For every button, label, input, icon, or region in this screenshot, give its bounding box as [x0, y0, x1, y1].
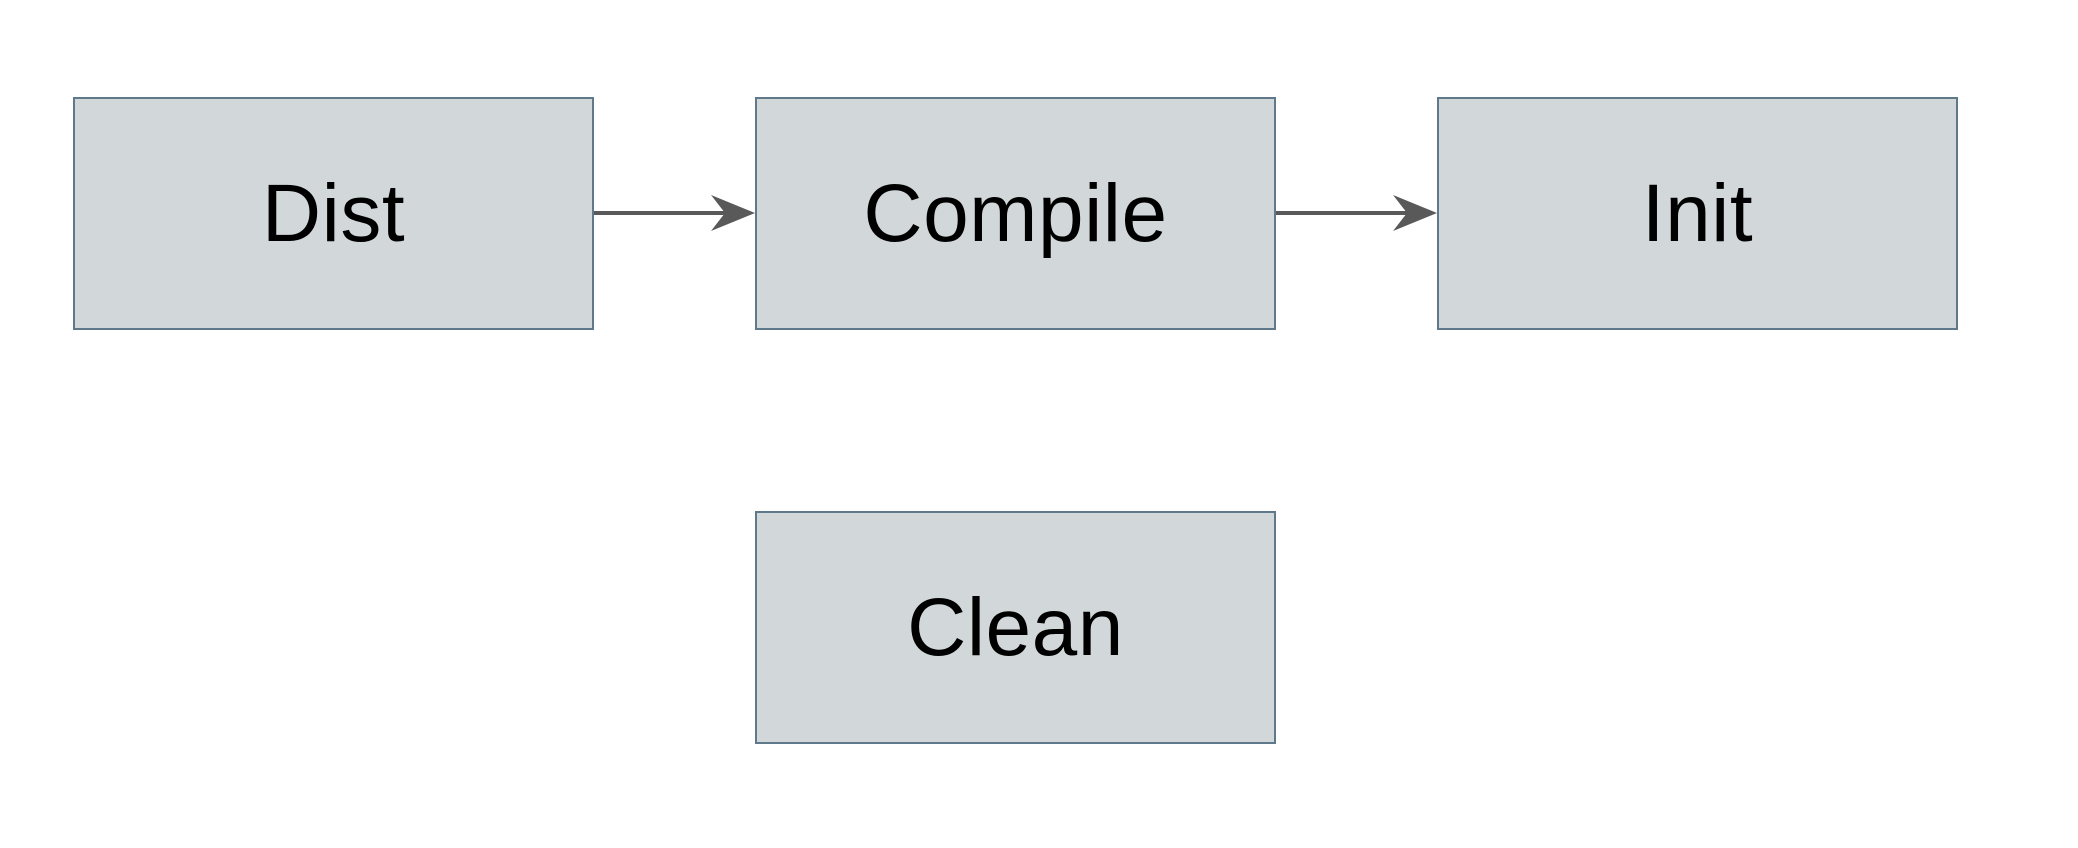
node-init-label: Init — [1641, 167, 1754, 259]
node-dist-label: Dist — [261, 167, 406, 259]
node-clean-label: Clean — [907, 581, 1124, 673]
arrow-dist-to-compile — [594, 195, 755, 231]
arrow-head-icon — [1393, 195, 1437, 231]
node-compile: Compile — [755, 97, 1276, 330]
node-init: Init — [1437, 97, 1958, 330]
arrow-compile-to-init — [1276, 195, 1437, 231]
node-dist: Dist — [73, 97, 594, 330]
node-clean: Clean — [755, 511, 1276, 744]
node-compile-label: Compile — [863, 167, 1168, 259]
arrow-head-icon — [711, 195, 755, 231]
